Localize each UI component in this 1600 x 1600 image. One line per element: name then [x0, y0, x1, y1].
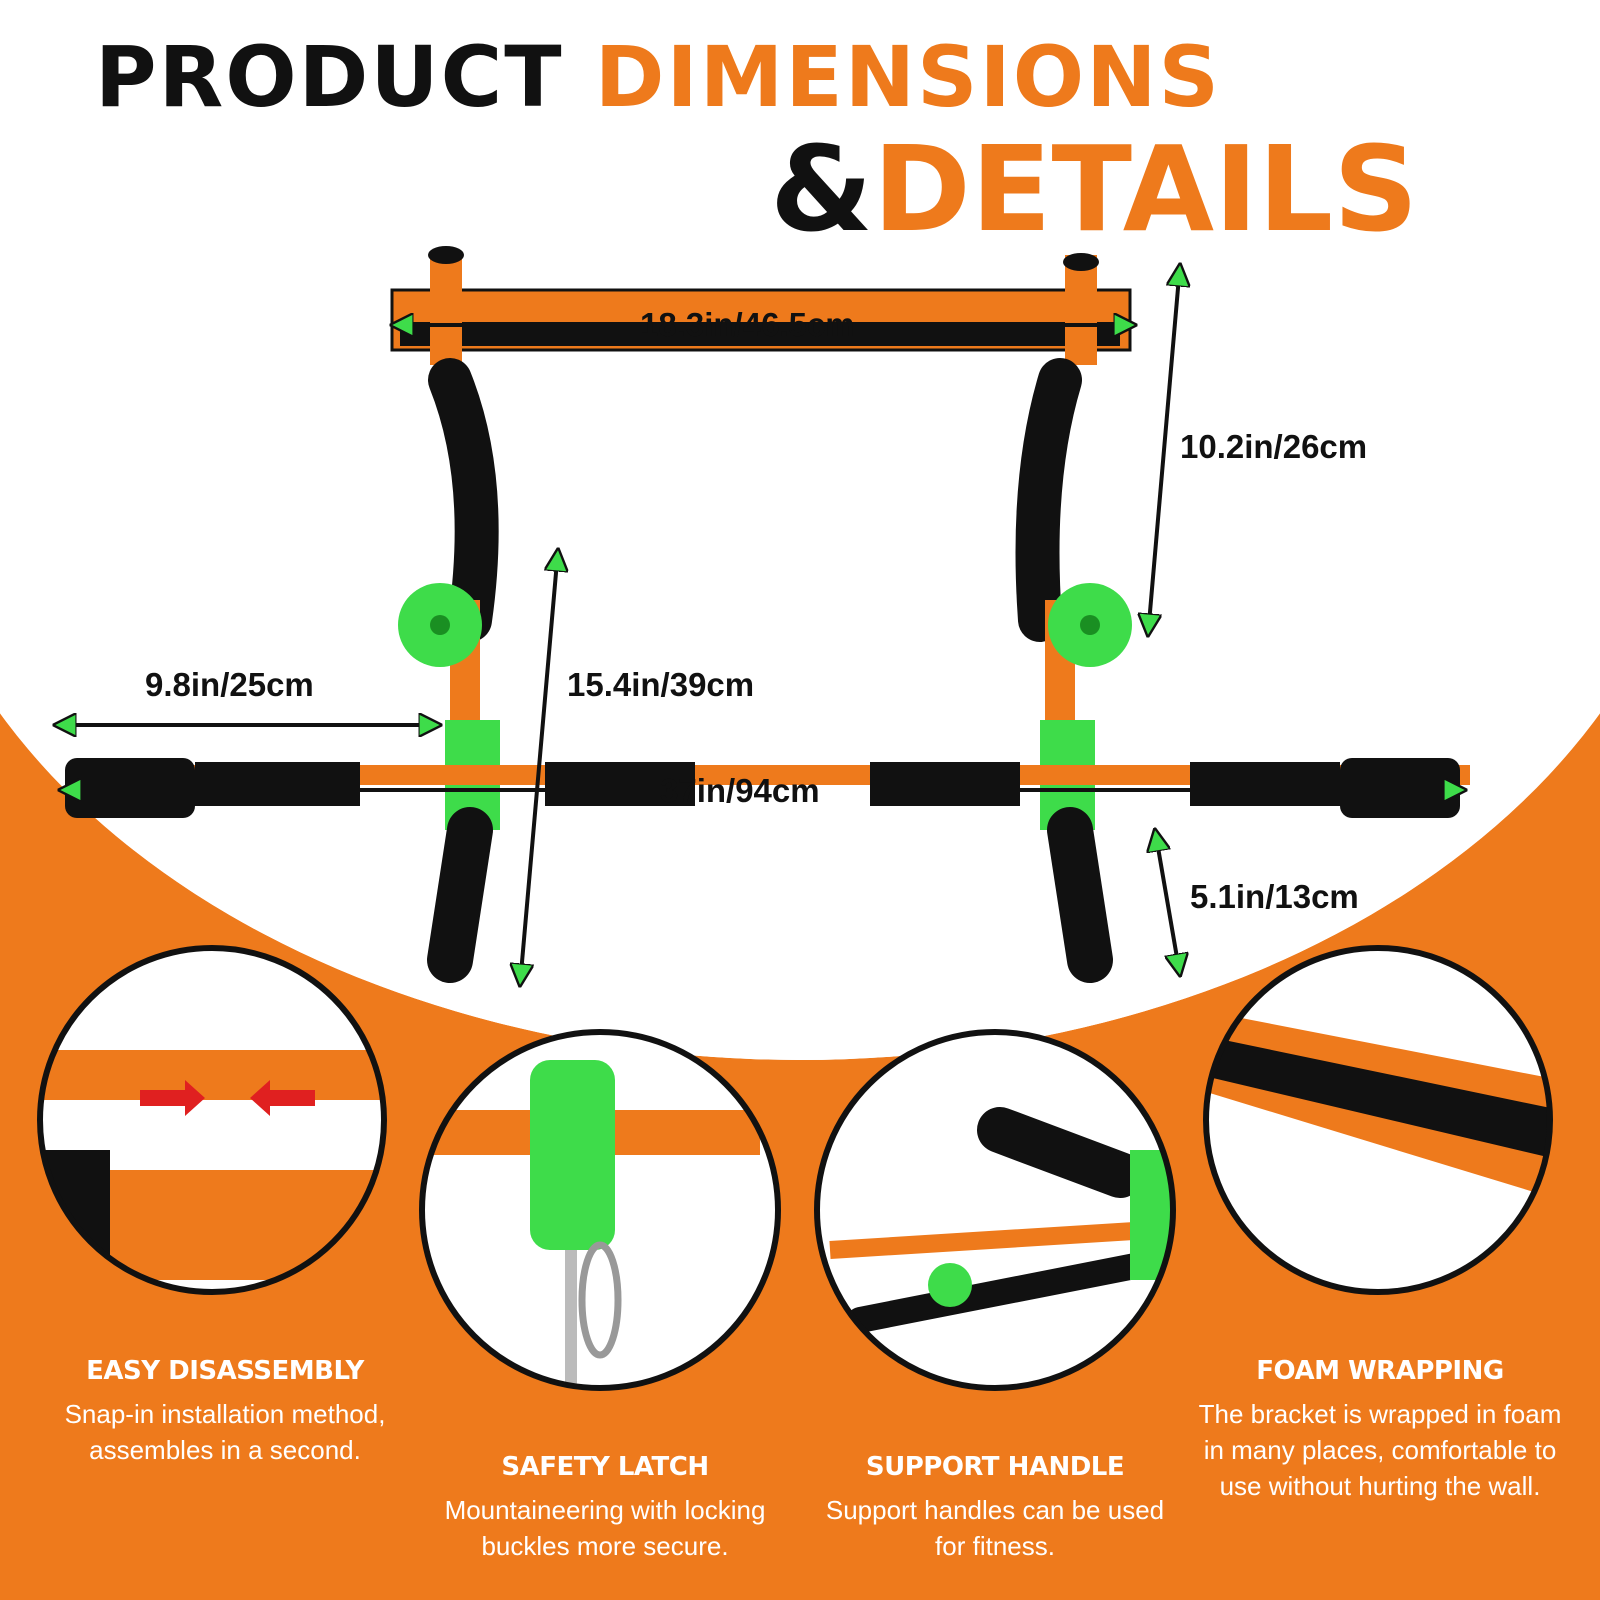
feature-text: Snap-in installation method, assembles i…: [64, 1399, 386, 1465]
label-arm-length: 9.8in/25cm: [145, 666, 314, 703]
detail-circle-disassembly: [37, 945, 387, 1295]
label-upper-height: 10.2in/26cm: [1180, 428, 1368, 465]
feature-title: SAFETY LATCH: [501, 1452, 709, 1482]
feature-support-handle: SUPPORT HANDLE Support handles can be us…: [815, 1452, 1175, 1564]
feature-text: The bracket is wrapped in foam in many p…: [1198, 1399, 1562, 1501]
title-line-2: &DETAILS: [770, 120, 1418, 258]
feature-text: Mountaineering with locking buckles more…: [444, 1495, 766, 1561]
detail-circle-latch: [419, 1029, 781, 1391]
title-line-1: PRODUCT DIMENSIONS: [95, 28, 1221, 126]
feature-title: FOAM WRAPPING: [1256, 1356, 1504, 1386]
detail-circle-handle: [814, 1029, 1176, 1391]
feature-title: SUPPORT HANDLE: [865, 1452, 1125, 1482]
feature-safety-latch: SAFETY LATCH Mountaineering with locking…: [415, 1452, 795, 1564]
feature-easy-disassembly: EASY DISASSEMBLY Snap-in installation me…: [55, 1356, 395, 1468]
title-details: DETAILS: [872, 120, 1419, 258]
label-handle-drop: 5.1in/13cm: [1190, 878, 1359, 915]
title-product: PRODUCT: [95, 28, 564, 126]
label-top-width: 18.3in/46.5cm: [640, 306, 855, 343]
detail-circle-foam: [1203, 945, 1553, 1295]
label-total-width: 37in/94cm: [660, 772, 820, 809]
dimension-arrows: [55, 265, 1465, 985]
title-ampersand: &: [770, 120, 873, 258]
label-side-height: 15.4in/39cm: [567, 666, 755, 703]
feature-foam-wrapping: FOAM WRAPPING The bracket is wrapped in …: [1195, 1356, 1565, 1504]
feature-text: Support handles can be used for fitness.: [825, 1495, 1165, 1561]
feature-title: EASY DISASSEMBLY: [86, 1356, 364, 1386]
title-dimensions: DIMENSIONS: [594, 28, 1222, 126]
